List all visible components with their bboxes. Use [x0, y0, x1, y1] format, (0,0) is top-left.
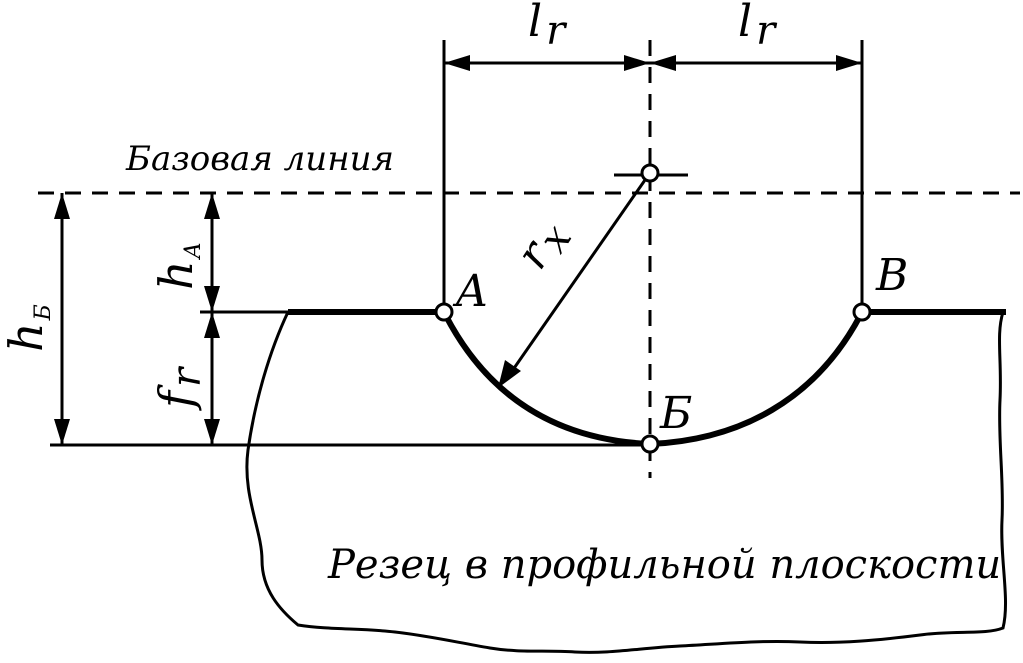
- label-cutter: Резец в профильной плоскости: [327, 542, 1001, 588]
- point-a-marker: [434, 302, 454, 322]
- arrow-hb-top: [54, 193, 70, 219]
- arrow-ha-top: [204, 193, 220, 219]
- center-point: [640, 163, 660, 183]
- arrow-ha-bottom: [204, 286, 220, 312]
- arrow-fr-top: [204, 312, 220, 338]
- label-ha: hA: [149, 242, 206, 290]
- label-baseline: Базовая линия: [125, 139, 394, 179]
- label-hb: hБ: [0, 304, 56, 352]
- radius-line: [508, 179, 647, 375]
- radius-arrowhead: [498, 360, 521, 388]
- label-radius: rx: [506, 210, 581, 282]
- arrow-lr-left-start: [444, 55, 470, 71]
- label-fr: fr: [149, 365, 210, 411]
- arrow-lr-left-end: [624, 55, 650, 71]
- point-b-marker: [640, 434, 660, 454]
- arrow-lr-right-start: [650, 55, 676, 71]
- arrow-fr-bottom: [204, 419, 220, 445]
- label-point-b: Б: [659, 388, 692, 439]
- arrow-hb-bottom: [54, 419, 70, 445]
- label-point-a: A: [452, 266, 488, 317]
- arrow-lr-right-end: [836, 55, 862, 71]
- cutter-body-outline: [245, 311, 1008, 654]
- label-point-v: B: [875, 250, 908, 301]
- point-v-marker: [852, 302, 872, 322]
